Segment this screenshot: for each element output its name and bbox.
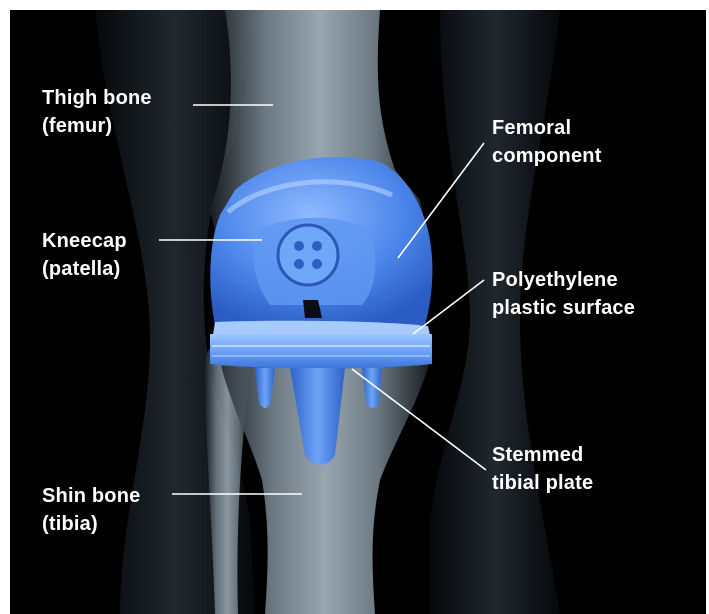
label-femoral-component-line1: Femoral [492, 114, 602, 142]
label-poly-surface: Polyethylene plastic surface [492, 266, 635, 322]
label-femur-line1: Thigh bone [42, 84, 152, 112]
label-femur: Thigh bone (femur) [42, 84, 152, 140]
label-patella-line2: (patella) [42, 255, 127, 283]
tibial-plate [210, 334, 432, 369]
label-poly-surface-line1: Polyethylene [492, 266, 635, 294]
label-tibial-plate-line1: Stemmed [492, 441, 593, 469]
label-tibia-line1: Shin bone [42, 482, 140, 510]
label-femoral-component-line2: component [492, 142, 602, 170]
label-femur-line2: (femur) [42, 112, 152, 140]
label-patella: Kneecap (patella) [42, 227, 127, 283]
label-tibia: Shin bone (tibia) [42, 482, 140, 538]
label-tibia-line2: (tibia) [42, 510, 140, 538]
label-tibial-plate: Stemmed tibial plate [492, 441, 593, 497]
patella-button [278, 225, 338, 285]
label-femoral-component: Femoral component [492, 114, 602, 170]
label-patella-line1: Kneecap [42, 227, 127, 255]
label-poly-surface-line2: plastic surface [492, 294, 635, 322]
label-tibial-plate-line2: tibial plate [492, 469, 593, 497]
